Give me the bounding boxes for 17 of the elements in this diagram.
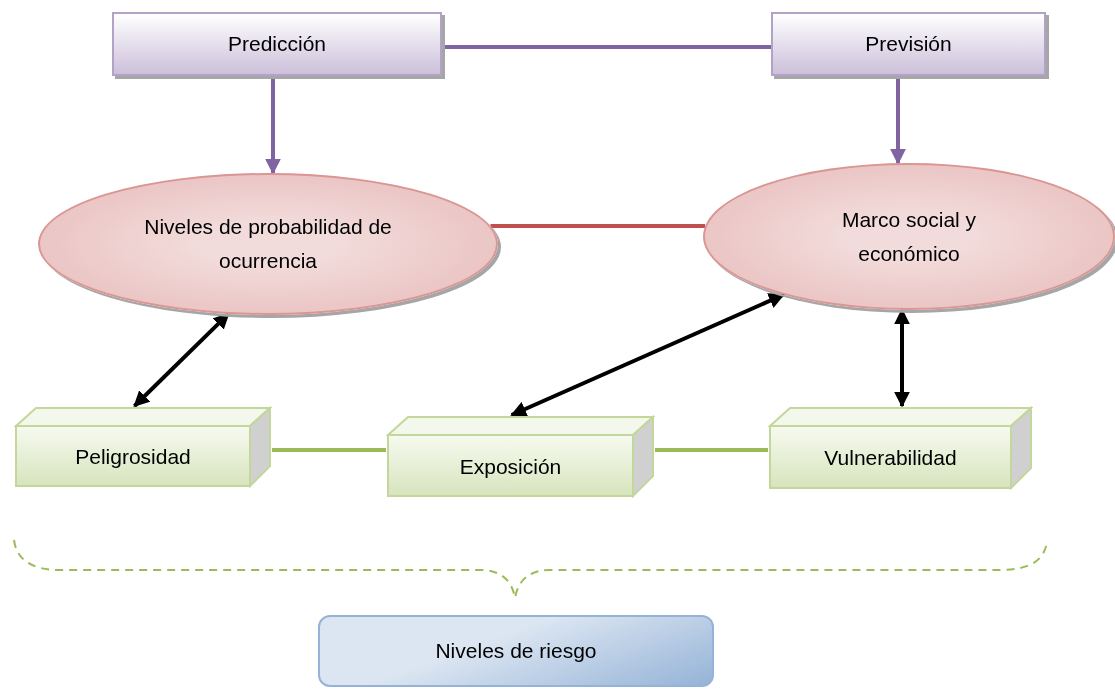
rounded-box — [318, 615, 714, 687]
process-box — [771, 12, 1046, 76]
node-label: Niveles de riesgo — [435, 638, 597, 665]
node-label: Marco social y económico — [840, 206, 978, 267]
process-box — [112, 12, 442, 76]
arrow — [510, 292, 785, 417]
node-label: Peligrosidad — [75, 444, 191, 471]
arrow — [890, 76, 906, 165]
node-label: Niveles de probabilidad de ocurrencia — [143, 214, 393, 274]
connector-line — [655, 448, 768, 452]
arrow — [265, 76, 281, 175]
node-label: Vulnerabilidad — [824, 445, 957, 472]
node-label: Exposición — [459, 453, 562, 480]
connector-line — [442, 45, 771, 49]
node-label: Previsión — [865, 31, 952, 58]
connector-line — [272, 448, 386, 452]
node-label: Predicción — [227, 31, 327, 58]
